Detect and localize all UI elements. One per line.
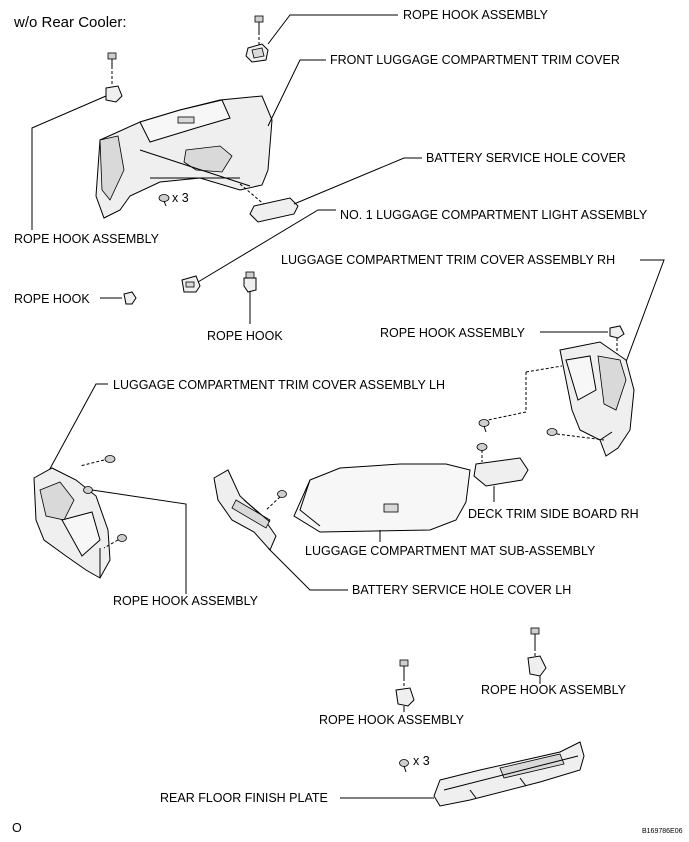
label-battery-service-hole-cover: BATTERY SERVICE HOLE COVER: [426, 151, 626, 165]
clip-lh-lower-part: [103, 534, 127, 549]
deck-trim-side-board-rh-part: [473, 443, 529, 487]
battery-service-hole-cover-part: [239, 183, 299, 223]
front-luggage-trim-cover-part: [95, 95, 273, 219]
label-rope-hook-assembly-lh: ROPE HOOK ASSEMBLY: [113, 594, 259, 608]
leader-rope-hook-assembly-top: [267, 14, 398, 45]
label-luggage-light: NO. 1 LUGGAGE COMPARTMENT LIGHT ASSEMBLY: [340, 208, 648, 222]
luggage-light-part: [181, 275, 201, 293]
qty-floor-clips: x 3: [413, 754, 430, 768]
diagram-header: w/o Rear Cooler:: [13, 14, 127, 31]
label-front-luggage-trim-cover: FRONT LUGGAGE COMPARTMENT TRIM COVER: [330, 53, 620, 67]
rope-hook-assembly-left-part: [105, 52, 123, 103]
leader-battery-service-hole-cover: [293, 157, 422, 205]
clip-floor-part: [399, 759, 409, 773]
leader-luggage-trim-cover-lh: [45, 383, 108, 477]
label-rope-hook-assembly-floor-center: ROPE HOOK ASSEMBLY: [319, 713, 465, 727]
label-rope-hook-center: ROPE HOOK: [207, 329, 283, 343]
qty-front-clips: x 3: [172, 191, 189, 205]
label-rope-hook-assembly-rh: ROPE HOOK ASSEMBLY: [380, 326, 526, 340]
label-rope-hook-left: ROPE HOOK: [14, 292, 90, 306]
clip-rh-part: [478, 419, 490, 433]
figure-code: B169786E06: [642, 828, 683, 835]
rope-hook-left-part: [123, 291, 137, 305]
label-luggage-trim-cover-lh: LUGGAGE COMPARTMENT TRIM COVER ASSEMBLY …: [113, 378, 445, 392]
clip-lh-upper-part: [79, 455, 116, 467]
clip-front-part: [158, 194, 170, 207]
luggage-mat-part: [293, 463, 471, 533]
rope-hook-assembly-lh-part: [83, 486, 93, 494]
label-rear-floor-finish-plate: REAR FLOOR FINISH PLATE: [160, 791, 328, 805]
rope-hook-assembly-rh-part: [609, 325, 625, 339]
label-deck-trim-side-board-rh: DECK TRIM SIDE BOARD RH: [468, 507, 639, 521]
leader-luggage-light: [197, 209, 336, 283]
label-battery-service-hole-cover-lh: BATTERY SERVICE HOLE COVER LH: [352, 583, 571, 597]
luggage-trim-cover-rh-part: [559, 341, 635, 457]
luggage-trim-cover-lh-part: [33, 467, 111, 579]
rope-hook-assembly-top-part: [245, 15, 269, 63]
leader-rope-hook-assembly-lh: [91, 489, 187, 594]
leader-front-luggage-trim-cover: [267, 59, 326, 127]
label-rope-hook-assembly-left: ROPE HOOK ASSEMBLY: [14, 232, 160, 246]
leader-luggage-trim-cover-rh: [619, 259, 665, 379]
battery-service-hole-cover-lh-part: [213, 469, 277, 551]
rope-hook-assembly-floor-center-part: [395, 659, 415, 707]
rope-hook-assembly-floor-right-part: [527, 627, 547, 677]
label-rope-hook-assembly-top: ROPE HOOK ASSEMBLY: [403, 8, 549, 22]
clip-rh-lower-part: [546, 428, 605, 441]
leader-rope-hook-assembly-left: [31, 95, 107, 230]
clip-battery-lh-part: [265, 490, 287, 511]
rope-hook-center-part: [243, 271, 257, 293]
label-luggage-mat: LUGGAGE COMPARTMENT MAT SUB-ASSEMBLY: [305, 544, 596, 558]
corner-mark: O: [12, 821, 22, 835]
rear-floor-finish-plate-part: [433, 741, 585, 807]
label-luggage-trim-cover-rh: LUGGAGE COMPARTMENT TRIM COVER ASSEMBLY …: [281, 253, 615, 267]
label-rope-hook-assembly-floor-right: ROPE HOOK ASSEMBLY: [481, 683, 627, 697]
leader-battery-service-hole-cover-lh: [267, 547, 348, 591]
